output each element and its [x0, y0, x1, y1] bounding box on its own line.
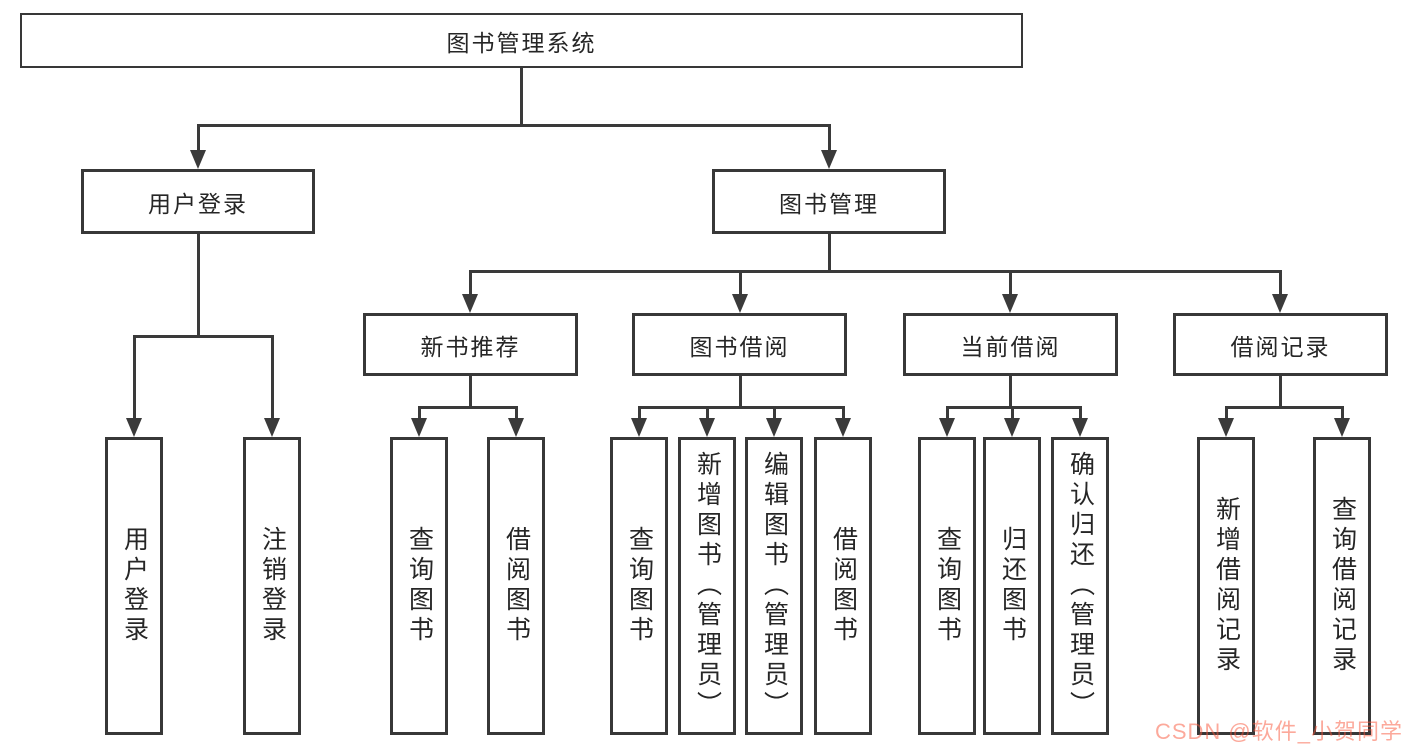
node-root-label: 图书管理系统 — [446, 29, 597, 56]
node-leaf-query-books-borrowing: 查询图书 — [610, 437, 668, 735]
connector-drop-line — [841, 406, 845, 419]
connector-stem-line — [1278, 376, 1282, 409]
arrow-down-icon — [411, 418, 427, 437]
connector-stem-line — [196, 234, 200, 338]
connector-branch-line — [1224, 406, 1344, 409]
node-current-borrowing: 当前借阅 — [903, 313, 1118, 376]
arrow-down-icon — [1072, 418, 1088, 437]
arrow-down-icon — [821, 150, 837, 169]
leaf-label: 借阅图书 — [829, 526, 858, 646]
connector-branch-line — [417, 406, 518, 409]
node-leaf-confirm-return-admin: 确认归还（管理员） — [1051, 437, 1109, 735]
node-book-management-label: 图书管理 — [779, 190, 879, 217]
arrow-down-icon — [766, 418, 782, 437]
leaf-label: 新增借阅记录 — [1212, 496, 1241, 676]
leaf-label: 查询图书 — [625, 526, 654, 646]
node-leaf-logout: 注销登录 — [243, 437, 301, 735]
arrow-down-icon — [1334, 418, 1350, 437]
leaf-label: 查询图书 — [405, 526, 434, 646]
connector-branch-line — [132, 335, 274, 338]
node-book-borrowing-label: 图书借阅 — [689, 333, 790, 360]
connector-stem-line — [468, 376, 472, 409]
connector-drop-line — [1008, 270, 1012, 295]
connector-branch-line — [468, 270, 1282, 273]
connector-drop-line — [1224, 406, 1228, 419]
arrow-down-icon — [508, 418, 524, 437]
arrow-down-icon — [462, 294, 478, 313]
connector-drop-line — [196, 124, 200, 151]
leaf-label: 用户登录 — [120, 526, 149, 646]
connector-drop-line — [827, 124, 831, 151]
leaf-label: 查询借阅记录 — [1328, 496, 1357, 676]
connector-branch-line — [196, 124, 831, 127]
arrow-down-icon — [264, 418, 280, 437]
node-leaf-edit-book-admin: 编辑图书（管理员） — [745, 437, 803, 735]
connector-stem-line — [1008, 376, 1012, 409]
node-leaf-add-borrow-record: 新增借阅记录 — [1197, 437, 1255, 735]
connector-drop-line — [270, 335, 274, 419]
arrow-down-icon — [1002, 294, 1018, 313]
arrow-down-icon — [939, 418, 955, 437]
node-book-borrowing: 图书借阅 — [632, 313, 847, 376]
connector-stem-line — [519, 68, 523, 127]
connector-branch-line — [637, 406, 845, 409]
connector-stem-line — [827, 234, 831, 273]
connector-drop-line — [514, 406, 518, 419]
leaf-label: 注销登录 — [258, 526, 287, 646]
leaf-label: 新增图书（管理员） — [693, 451, 722, 721]
connector-drop-line — [637, 406, 641, 419]
leaf-label: 确认归还（管理员） — [1066, 451, 1095, 721]
connector-drop-line — [705, 406, 709, 419]
node-book-management: 图书管理 — [712, 169, 946, 234]
connector-stem-line — [738, 376, 742, 409]
arrow-down-icon — [190, 150, 206, 169]
arrow-down-icon — [1218, 418, 1234, 437]
leaf-label: 查询图书 — [933, 526, 962, 646]
arrow-down-icon — [126, 418, 142, 437]
arrow-down-icon — [835, 418, 851, 437]
connector-drop-line — [417, 406, 421, 419]
connector-drop-line — [1078, 406, 1082, 419]
node-leaf-return-books: 归还图书 — [983, 437, 1041, 735]
connector-drop-line — [772, 406, 776, 419]
node-user-login: 用户登录 — [81, 169, 315, 234]
connector-drop-line — [132, 335, 136, 419]
leaf-label: 归还图书 — [998, 526, 1027, 646]
arrow-down-icon — [631, 418, 647, 437]
node-current-borrowing-label: 当前借阅 — [960, 333, 1061, 360]
node-leaf-add-book-admin: 新增图书（管理员） — [678, 437, 736, 735]
node-leaf-query-books-current: 查询图书 — [918, 437, 976, 735]
connector-drop-line — [1340, 406, 1344, 419]
arrow-down-icon — [1272, 294, 1288, 313]
leaf-label: 编辑图书（管理员） — [760, 451, 789, 721]
node-leaf-borrow-books-recommend: 借阅图书 — [487, 437, 545, 735]
connector-drop-line — [468, 270, 472, 295]
watermark: CSDN @软件_小贺同学 — [1154, 719, 1403, 744]
node-root: 图书管理系统 — [20, 13, 1023, 68]
connector-drop-line — [945, 406, 949, 419]
connector-branch-line — [945, 406, 1082, 409]
connector-drop-line — [1278, 270, 1282, 295]
arrow-down-icon — [1004, 418, 1020, 437]
arrow-down-icon — [732, 294, 748, 313]
node-leaf-query-borrow-record: 查询借阅记录 — [1313, 437, 1371, 735]
node-leaf-user-login: 用户登录 — [105, 437, 163, 735]
node-borrowing-records-label: 借阅记录 — [1230, 333, 1331, 360]
connector-drop-line — [1010, 406, 1014, 419]
node-new-book-recommend: 新书推荐 — [363, 313, 578, 376]
node-leaf-query-books-recommend: 查询图书 — [390, 437, 448, 735]
node-new-book-recommend-label: 新书推荐 — [420, 333, 521, 360]
arrow-down-icon — [699, 418, 715, 437]
node-user-login-label: 用户登录 — [148, 190, 248, 217]
connector-drop-line — [738, 270, 742, 295]
leaf-label: 借阅图书 — [502, 526, 531, 646]
node-leaf-borrow-books: 借阅图书 — [814, 437, 872, 735]
node-borrowing-records: 借阅记录 — [1173, 313, 1388, 376]
